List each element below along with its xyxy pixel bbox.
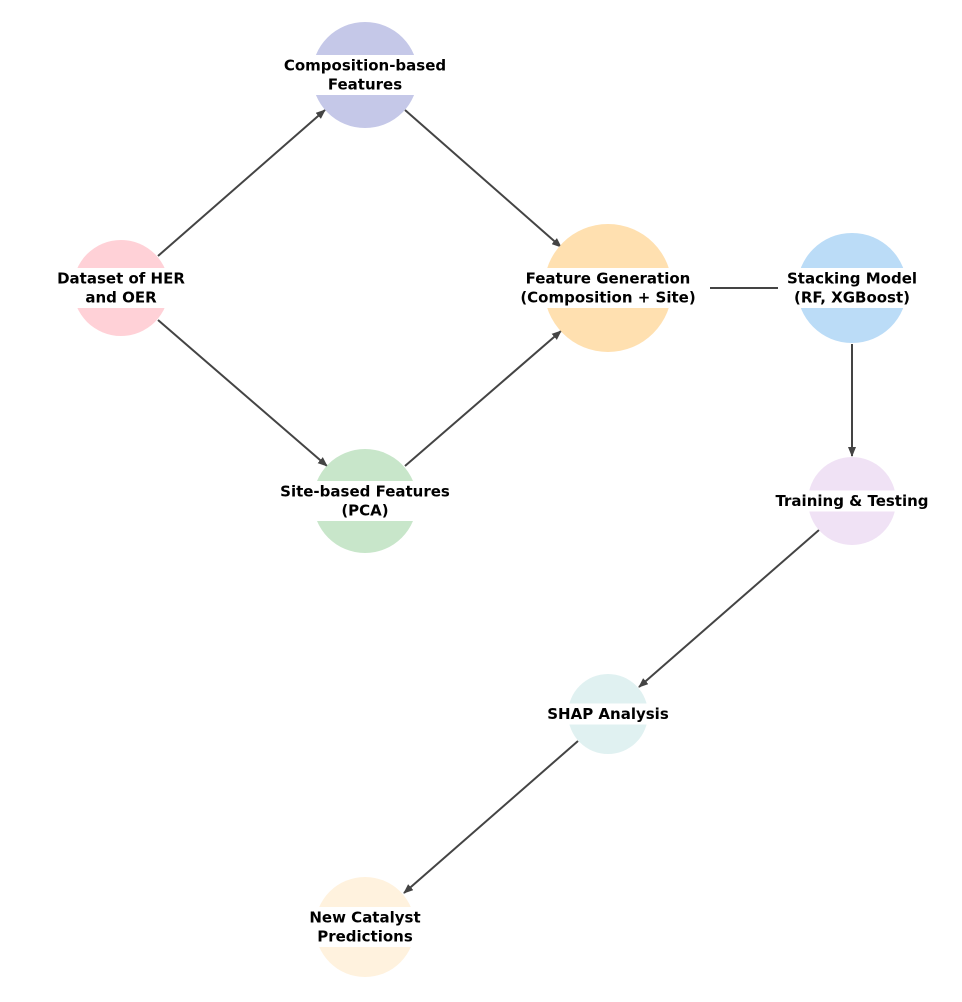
edge-site-to-generation: [404, 330, 562, 467]
node-label-predictions-line-0: New Catalyst: [309, 909, 420, 927]
edge-shap-to-predictions: [403, 740, 579, 894]
edge-dataset-to-site: [157, 319, 328, 467]
node-label-composition-line-0: Composition-based: [284, 57, 446, 75]
node-label-shap-line-0: SHAP Analysis: [547, 705, 669, 723]
node-site: Site-based Features(PCA): [280, 449, 450, 553]
node-label-band-composition: [310, 55, 420, 95]
node-label-stacking-line-0: Stacking Model: [787, 270, 917, 288]
node-label-band-shap: [566, 703, 650, 725]
node-label-composition-line-1: Features: [328, 76, 402, 94]
node-label-generation-line-1: (Composition + Site): [520, 289, 695, 307]
edges-layer: [157, 109, 856, 894]
node-label-band-dataset: [71, 268, 171, 308]
node-label-dataset-line-0: Dataset of HER: [57, 270, 185, 288]
node-label-site-line-1: (PCA): [341, 502, 388, 520]
node-training: Training & Testing: [775, 457, 929, 545]
node-label-site-line-0: Site-based Features: [280, 483, 450, 501]
node-label-band-training: [806, 490, 898, 512]
edge-composition-to-generation: [404, 109, 562, 248]
node-label-band-site: [311, 481, 419, 521]
node-label-training-line-0: Training & Testing: [775, 492, 928, 510]
node-label-generation-line-0: Feature Generation: [526, 270, 691, 288]
edge-dataset-to-composition: [157, 109, 326, 257]
edge-training-to-shap: [638, 529, 820, 688]
node-generation: Feature Generation(Composition + Site): [520, 224, 696, 352]
node-stacking: Stacking Model(RF, XGBoost): [787, 233, 917, 343]
node-label-band-predictions: [313, 907, 417, 947]
node-label-band-stacking: [795, 268, 909, 308]
node-label-stacking-line-1: (RF, XGBoost): [794, 289, 910, 307]
node-label-predictions-line-1: Predictions: [317, 928, 413, 946]
node-label-band-generation: [542, 268, 674, 308]
node-label-dataset-line-1: and OER: [85, 289, 157, 307]
node-shap: SHAP Analysis: [547, 674, 669, 754]
